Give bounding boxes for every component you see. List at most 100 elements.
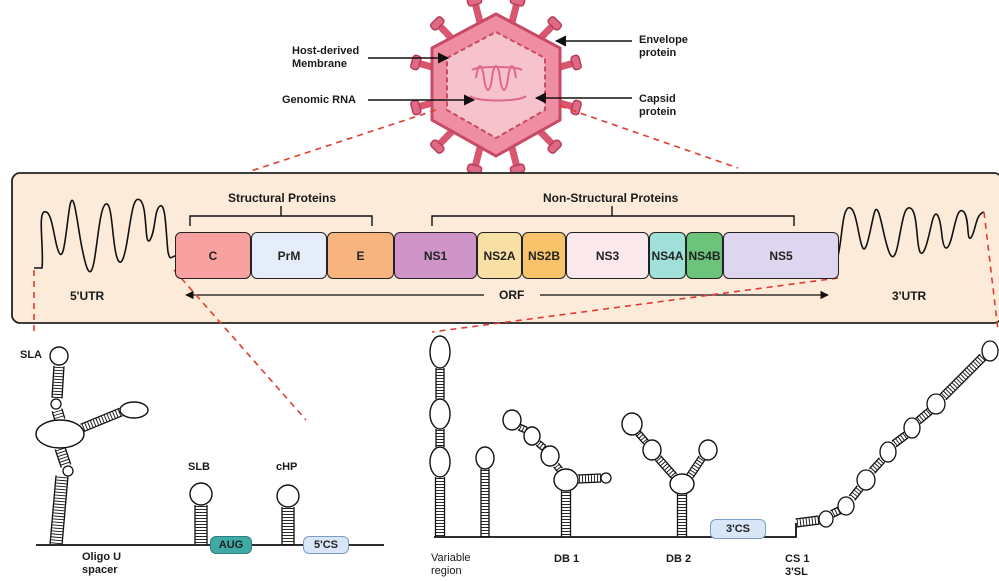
sla-loop (49, 346, 69, 366)
utr5-structure (35, 346, 384, 546)
cs5-badge: 5'CS (303, 536, 349, 554)
db2-loop-b (642, 439, 662, 461)
envelope-spike (536, 127, 557, 148)
gene-box-ns1: NS1 (394, 232, 477, 279)
db2-stem-c (686, 455, 706, 479)
chp-stem (281, 507, 295, 545)
slb-loop (189, 482, 213, 506)
envelope-spike (508, 0, 521, 26)
sl3-loop-6 (926, 393, 946, 415)
db2-loop-a (621, 412, 643, 436)
db2-junction (669, 473, 695, 495)
sl3-stem-1 (795, 515, 820, 528)
label-capsid-protein: Capsid protein (639, 93, 677, 118)
label-db2: DB 2 (666, 553, 692, 565)
sl3-loop-5 (903, 417, 921, 439)
sla-stem-top (51, 365, 65, 399)
utr3-structure (429, 335, 999, 538)
gene-box-ns3: NS3 (566, 232, 649, 279)
var-loop-small (475, 446, 495, 470)
guide-3utr-left (431, 277, 839, 333)
db2-stem-b (654, 455, 678, 479)
gene-box-prm: PrM (251, 232, 327, 279)
db1-side-stem (577, 473, 602, 484)
var-stem-2 (435, 429, 445, 447)
label-envelope-protein: Envelope protein (639, 34, 688, 59)
gene-box-e: E (327, 232, 394, 279)
envelope-spike (471, 144, 484, 170)
var-stem-3 (434, 477, 446, 537)
sl3-stem-6 (915, 407, 933, 425)
db1-loop-c (540, 445, 560, 467)
envelope-spike (471, 0, 484, 26)
envelope-spike-cap (410, 54, 422, 71)
envelope-spike-cap (509, 0, 526, 7)
sla-side-stem (80, 407, 123, 433)
envelope-spike-cap (570, 54, 582, 71)
sla-bulge (50, 398, 62, 410)
guide-3utr-right (983, 211, 999, 331)
var-loop-top (429, 335, 451, 369)
db1-side-loop (600, 472, 612, 484)
zoom-guide-right (559, 105, 739, 169)
sl3-stem-4 (868, 457, 886, 474)
label-nonstructural-proteins: Non-Structural Proteins (543, 191, 679, 205)
sl3-loop-1 (818, 510, 834, 528)
envelope-spike-cap (547, 16, 562, 31)
gene-box-c: C (175, 232, 251, 279)
db1-loop-a (502, 409, 522, 431)
sl3-loop-3 (856, 469, 876, 491)
slb-stem (194, 505, 208, 545)
label-genomic-rna: Genomic RNA (282, 94, 356, 106)
envelope-spike (508, 144, 521, 170)
guide-5utr-right (173, 269, 307, 421)
gene-box-ns4a: NS4A (649, 232, 686, 279)
db1-loop-b (523, 426, 541, 446)
sla-stem-base (49, 475, 69, 546)
cs3-badge: 3'CS (710, 519, 766, 539)
sl3-stem-3 (848, 485, 864, 501)
label-db1: DB 1 (554, 553, 580, 565)
var-stem-1 (435, 368, 445, 399)
gene-box-ns4b: NS4B (686, 232, 723, 279)
label-chp: cHP (276, 461, 298, 473)
label-utr3: 3'UTR (892, 289, 927, 303)
sl3-terminal-loop (981, 340, 999, 362)
sla-internal-loop (35, 419, 85, 449)
var-stem-4 (480, 469, 490, 537)
label-utr5: 5'UTR (70, 289, 105, 303)
var-loop-low (429, 446, 451, 478)
envelope-spike-cap (430, 16, 445, 31)
structural-brace (189, 206, 373, 226)
label-oligo-u-spacer: Oligo U spacer (82, 551, 122, 576)
label-host-membrane: Host-derived Membrane (292, 45, 360, 70)
var-loop-mid (429, 398, 451, 430)
sl3-loop-2 (837, 496, 855, 516)
chp-loop (276, 484, 300, 508)
sl3-loop-4 (879, 441, 897, 463)
gene-box-ns5: NS5 (723, 232, 839, 279)
label-sla: SLA (20, 349, 42, 361)
envelope-spike-cap (570, 99, 582, 116)
sla-stem-low (54, 446, 72, 468)
sl3-stem-5 (891, 431, 909, 448)
db2-stem-a (635, 430, 649, 445)
label-slb: SLB (188, 461, 210, 473)
gene-box-ns2b: NS2B (522, 232, 566, 279)
db2-stem-base (676, 494, 688, 537)
label-cs1-3sl: CS 1 3'SL (785, 553, 810, 578)
label-variable-region: Variable region (431, 552, 471, 577)
db1-stem-base (560, 491, 572, 537)
label-structural-proteins: Structural Proteins (228, 191, 337, 205)
envelope-spike-cap (547, 139, 562, 154)
envelope-spike-cap (430, 139, 445, 154)
gene-box-ns2a: NS2A (477, 232, 522, 279)
utr5-squiggle (34, 198, 176, 273)
db2-loop-c (698, 439, 718, 461)
virion-illustration (410, 0, 582, 175)
sla-side-loop (119, 401, 149, 419)
db1-junction (553, 468, 579, 492)
nonstructural-brace (431, 206, 795, 226)
sla-small-bulge (62, 465, 74, 477)
